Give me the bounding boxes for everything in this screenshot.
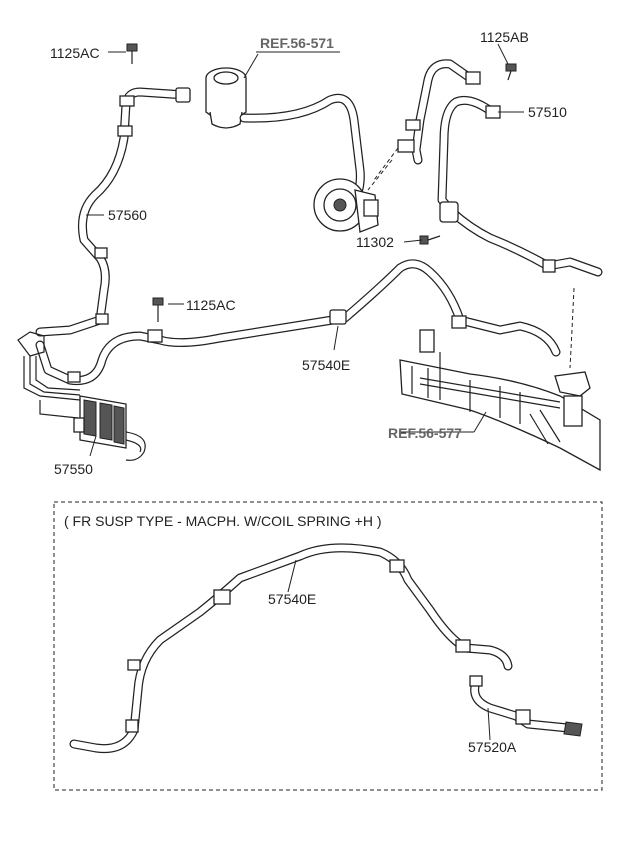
label-1125AB: 1125AB — [480, 29, 529, 45]
clamp-icon — [469, 675, 483, 687]
label-11302: 11302 — [356, 234, 394, 250]
steering-gear-icon — [399, 287, 601, 472]
variant-caption: ( FR SUSP TYPE - MACPH. W/COIL SPRING +H… — [64, 513, 382, 529]
label-1125AC-top: 1125AC — [50, 45, 100, 61]
valve-icon — [554, 371, 591, 397]
pressure-tube-57540E — [35, 259, 561, 386]
clamp-icon — [117, 125, 133, 137]
clamp-icon — [485, 105, 501, 119]
clamp-icon — [451, 315, 467, 329]
label-57520A: 57520A — [468, 739, 517, 755]
label-1125AC-middle: 1125AC — [186, 297, 236, 313]
bolt-1125AC-top — [126, 43, 138, 64]
return-hose-57510 — [397, 59, 603, 277]
return-tube-57560 — [35, 87, 191, 337]
gear-bracket-icon — [419, 329, 435, 353]
clamp-icon — [455, 639, 471, 653]
label-57540E-main: 57540E — [302, 357, 350, 373]
bolt-1125AB — [505, 63, 517, 81]
clamp-icon — [94, 247, 108, 259]
variant-box — [53, 501, 603, 791]
leader-57520A — [487, 707, 491, 741]
fitting-stack — [17, 331, 81, 419]
sensor-icon — [397, 139, 415, 153]
fitting-icon — [563, 721, 583, 737]
clamp-icon — [119, 95, 135, 107]
leaders-upper — [86, 43, 524, 457]
clamp-icon — [125, 719, 139, 733]
bracket-icon — [439, 201, 459, 223]
label-57560: 57560 — [108, 207, 147, 223]
clamp-icon — [67, 371, 81, 383]
label-57540E-variant: 57540E — [268, 591, 316, 607]
reservoir-icon — [205, 67, 247, 129]
clamp-icon — [73, 417, 85, 433]
clamp-icon — [147, 329, 163, 343]
pressure-tube-57540E-variant — [69, 543, 513, 754]
clamp-icon — [95, 313, 109, 325]
cooler-icon — [73, 395, 146, 461]
bolt-1125AC-middle — [152, 297, 164, 322]
clamp-icon — [127, 659, 141, 671]
ref-56-577: REF.56-577 — [388, 425, 462, 441]
clamp-icon — [389, 559, 405, 573]
bracket-icon — [515, 709, 531, 725]
clamp-icon — [542, 259, 556, 273]
fitting-icon — [405, 119, 421, 131]
hose-end-icon — [175, 87, 191, 103]
label-57510: 57510 — [528, 104, 567, 120]
leader-57540E-variant — [287, 559, 297, 593]
pinion-icon — [563, 395, 583, 427]
ref-56-571: REF.56-571 — [260, 35, 334, 51]
pump-icon — [313, 178, 379, 233]
clamp-icon — [465, 71, 481, 85]
label-57550: 57550 — [54, 461, 93, 477]
clamp-icon — [329, 309, 347, 325]
clamp-icon — [213, 589, 231, 605]
hose-57520A — [469, 675, 583, 737]
suction-hose — [239, 93, 365, 210]
bolt-11302 — [419, 235, 441, 245]
